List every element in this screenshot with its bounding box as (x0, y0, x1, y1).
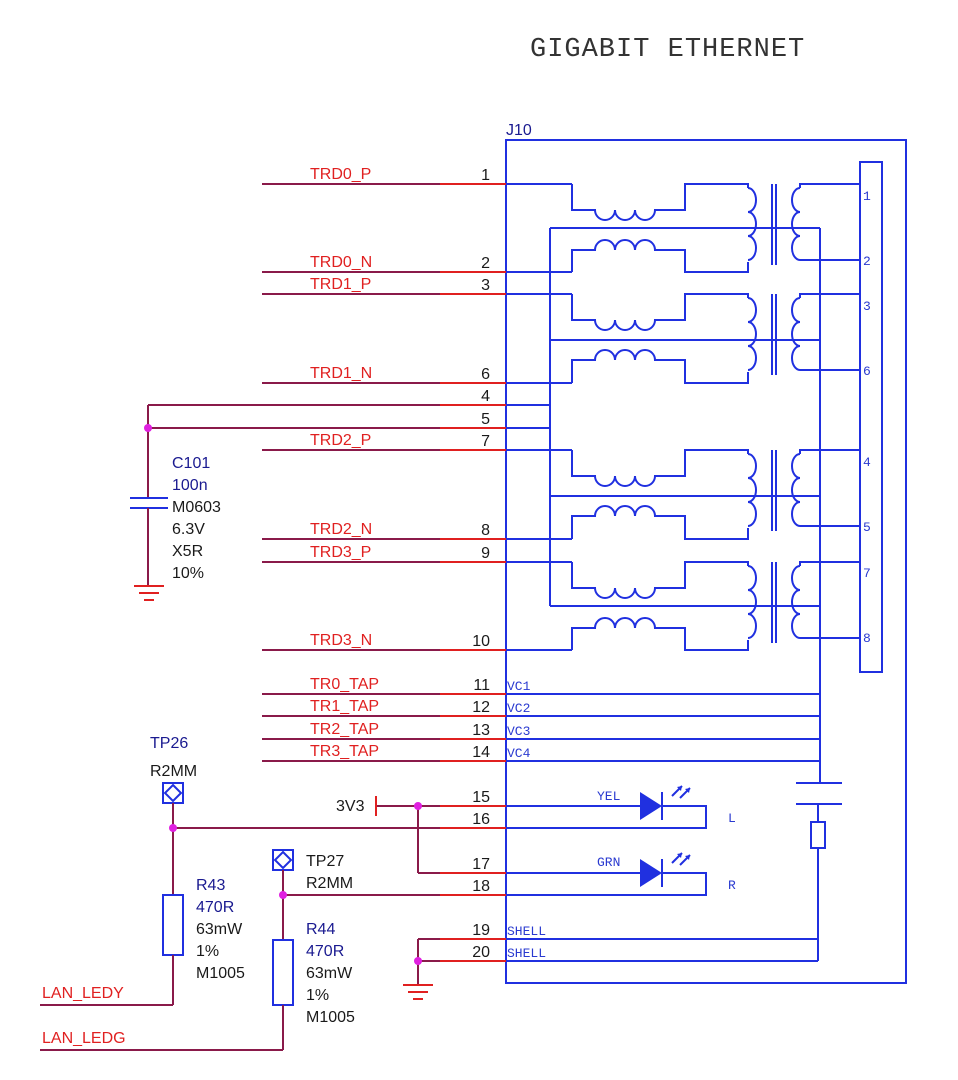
led-yellow (506, 785, 707, 829)
led-drive-circuit (40, 782, 440, 1051)
shell-label-1: SHELL (507, 924, 546, 939)
net-label-2: TRD0_N (310, 254, 372, 271)
tap-label-3: VC3 (507, 724, 530, 739)
tap-label-2: VC2 (507, 701, 530, 716)
led-green (506, 852, 707, 896)
shell-label-2: SHELL (507, 946, 546, 961)
pin-number-5: 5 (481, 411, 490, 428)
net-label-9: TRD3_P (310, 544, 371, 561)
connector-ref: J10 (506, 122, 532, 139)
led-yellow-label: YEL (597, 789, 620, 804)
tp26-ref: TP26 (150, 735, 188, 752)
net-label-3: TRD1_P (310, 276, 371, 293)
led-net-yellow: LAN_LEDY (42, 985, 124, 1002)
cap-voltage: 6.3V (172, 521, 205, 538)
pin-number-7: 7 (481, 433, 490, 450)
pin-number-20: 20 (472, 944, 490, 961)
r44-power: 63mW (306, 965, 353, 982)
pin-number-11: 11 (473, 677, 490, 694)
net-label-10: TRD3_N (310, 632, 372, 649)
rj45-pin-3: 3 (863, 299, 871, 314)
rj45-pin-7: 7 (863, 566, 871, 581)
cap-value: 100n (172, 477, 208, 494)
tap-label-1: VC1 (507, 679, 531, 694)
r43-tolerance: 1% (196, 943, 219, 960)
rj45-pin-5: 5 (863, 520, 871, 535)
pin-number-8: 8 (481, 522, 490, 539)
pin-number-6: 6 (481, 366, 490, 383)
schematic-title: GIGABIT ETHERNET (530, 35, 805, 65)
r44-tolerance: 1% (306, 987, 329, 1004)
rj45-jack (859, 161, 883, 673)
pin-number-16: 16 (472, 811, 490, 828)
r43-package: M1005 (196, 965, 245, 982)
pin-number-2: 2 (481, 255, 490, 272)
r43-value: 470R (196, 899, 234, 916)
pin-number-19: 19 (472, 922, 490, 939)
magnetics (506, 183, 860, 782)
r43-power: 63mW (196, 921, 243, 938)
pin-wires: 1TRD0_P2TRD0_N3TRD1_P6TRD1_N457TRD2_P8TR… (262, 166, 506, 962)
pin-number-14: 14 (472, 744, 490, 761)
power-net-label: 3V3 (336, 798, 365, 815)
net-label-6: TRD1_N (310, 365, 372, 382)
pin-number-10: 10 (472, 633, 490, 650)
tap-label-4: VC4 (507, 746, 531, 761)
tp26-type: R2MM (150, 763, 197, 780)
tp27-ref: TP27 (306, 853, 344, 870)
tp27-type: R2MM (306, 875, 353, 892)
rj45-pin-4: 4 (863, 455, 871, 470)
cap-ref: C101 (172, 455, 210, 472)
pin-number-13: 13 (472, 722, 490, 739)
tap-lines (506, 693, 842, 962)
r44-ref: R44 (306, 921, 335, 938)
r44-package: M1005 (306, 1009, 355, 1026)
led-net-green: LAN_LEDG (42, 1030, 126, 1047)
pin-number-12: 12 (472, 699, 490, 716)
net-label-7: TRD2_P (310, 432, 371, 449)
led-green-label: GRN (597, 855, 620, 870)
rj45-pin-6: 6 (863, 364, 871, 379)
pin-number-3: 3 (481, 277, 490, 294)
pin-number-17: 17 (472, 856, 490, 873)
rj45-pin-2: 2 (863, 254, 871, 269)
pin-number-18: 18 (472, 878, 490, 895)
cap-package: M0603 (172, 499, 221, 516)
net-label-13: TR2_TAP (310, 721, 379, 738)
pin-number-4: 4 (481, 388, 490, 405)
net-label-11: TR0_TAP (310, 676, 379, 693)
net-label-14: TR3_TAP (310, 743, 379, 760)
led-yellow-side: L (728, 811, 736, 826)
net-label-8: TRD2_N (310, 521, 372, 538)
net-label-1: TRD0_P (310, 166, 371, 183)
pin-number-15: 15 (472, 789, 490, 806)
pin-number-9: 9 (481, 545, 490, 562)
capacitor-circuit (130, 404, 440, 601)
rj45-pin-1: 1 (863, 189, 871, 204)
pin-number-1: 1 (481, 167, 490, 184)
cap-tolerance: 10% (172, 565, 204, 582)
cap-dielectric: X5R (172, 543, 203, 560)
net-label-12: TR1_TAP (310, 698, 379, 715)
r43-ref: R43 (196, 877, 225, 894)
r44-value: 470R (306, 943, 344, 960)
rj45-pin-8: 8 (863, 631, 871, 646)
led-green-side: R (728, 878, 736, 893)
